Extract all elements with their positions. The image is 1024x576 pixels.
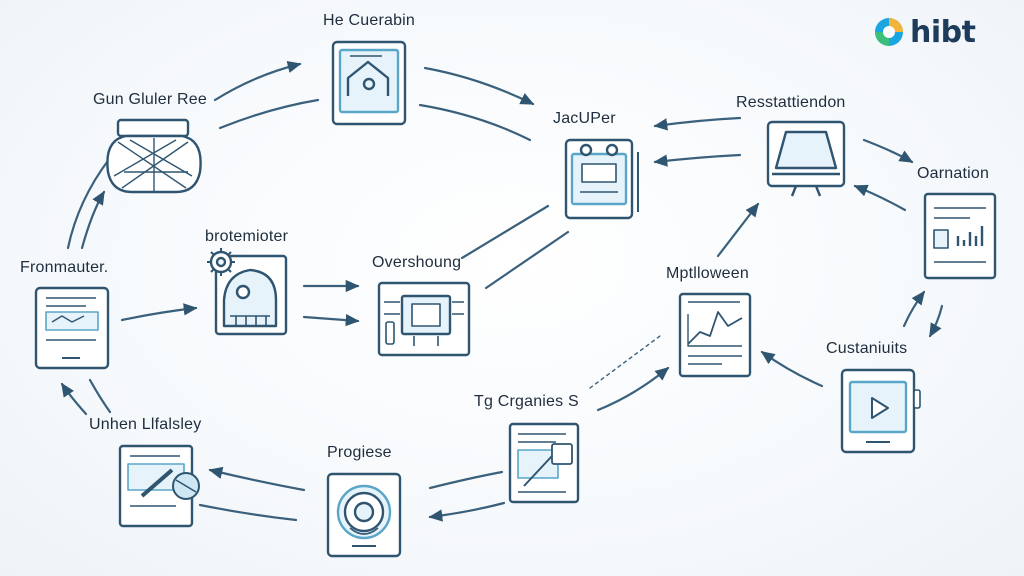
- arrow-unhen-to-fron-1: [60, 382, 88, 416]
- connectors: [60, 60, 944, 522]
- arrow-brot-to-over-bottom: [302, 313, 360, 327]
- node-label-he-cuerabin: He Cuerabin: [323, 12, 416, 29]
- brand-logo: hibt: [872, 12, 976, 52]
- brand-mark-icon: [875, 18, 903, 46]
- node-label-gun-gluler: Gun Gluler Ree: [93, 91, 207, 108]
- arrow-over-to-jac-2: [484, 230, 570, 290]
- arrow-oar-to-res: [853, 184, 907, 212]
- circuit-board-icon: [377, 281, 471, 357]
- node-label-mptlloween: Mptlloween: [666, 265, 749, 282]
- arrow-he-to-jac-bottom: [418, 103, 532, 142]
- tools-document-icon: [118, 444, 200, 528]
- arrow-gun-to-he-top: [213, 60, 302, 102]
- node-label-cgganies: Tg Crganies S: [474, 393, 579, 410]
- arrow-over-to-jac-1: [460, 204, 550, 260]
- control-panel-icon: [564, 138, 639, 220]
- arrow-prog-to-unhen-bottom: [198, 503, 298, 522]
- arrow-he-to-jac-top: [423, 66, 535, 106]
- node-label-jac-uper: JacUPer: [553, 110, 616, 127]
- node-label-oarnation: Oarnation: [917, 165, 990, 182]
- node-label-unhen: Unhen Llfalsley: [89, 416, 202, 433]
- target-tablet-icon: [326, 472, 402, 558]
- tablet-document-icon: [34, 286, 110, 370]
- mesh-device-icon: [106, 118, 202, 194]
- node-label-custaniuits: Custaniuits: [826, 340, 908, 357]
- arrow-gun-to-fron: [66, 156, 112, 250]
- node-label-resstattiendon: Resstattiendon: [736, 94, 846, 111]
- brand-name: hibt: [910, 14, 976, 50]
- node-label-brotemioter: brotemioter: [205, 228, 289, 245]
- node-label-fronmauter: Fronmauter.: [20, 259, 109, 276]
- arrow-oar-to-cust-down: [928, 304, 944, 338]
- arrow-fron-to-brot: [120, 303, 198, 322]
- arrow-res-to-jac-top: [653, 116, 742, 131]
- line-chart-document-icon: [678, 292, 752, 378]
- arrow-cust-to-mpt: [760, 350, 824, 388]
- node-label-overshoung: Overshoung: [372, 254, 462, 271]
- arrow-cg-to-mpt: [596, 366, 670, 412]
- arrow-prog-to-unhen-top: [208, 466, 306, 492]
- arrow-cg-to-prog-bottom: [428, 501, 506, 522]
- arrow-res-to-oar-top: [862, 138, 914, 164]
- video-tablet-icon: [840, 368, 921, 454]
- bar-chart-document-icon: [923, 192, 997, 280]
- node-label-progiese: Progiese: [327, 444, 392, 461]
- flow-document-icon: [508, 422, 580, 504]
- arrow-cg-to-prog-top: [428, 470, 504, 490]
- monitor-stand-icon: [766, 120, 846, 197]
- arrow-res-to-jac-bottom: [653, 153, 742, 167]
- house-tablet-icon: [331, 40, 407, 126]
- arrow-oar-to-cust-up: [902, 290, 926, 328]
- gear-scan-icon: [207, 248, 288, 336]
- arrow-he-to-gun-bottom: [218, 98, 320, 130]
- arrow-cg-to-mpt-dashed: [589, 335, 661, 389]
- arrow-mpt-to-res: [716, 202, 760, 258]
- arrow-fron-to-gun: [80, 190, 106, 250]
- arrow-fron-to-unhen-1: [88, 378, 112, 414]
